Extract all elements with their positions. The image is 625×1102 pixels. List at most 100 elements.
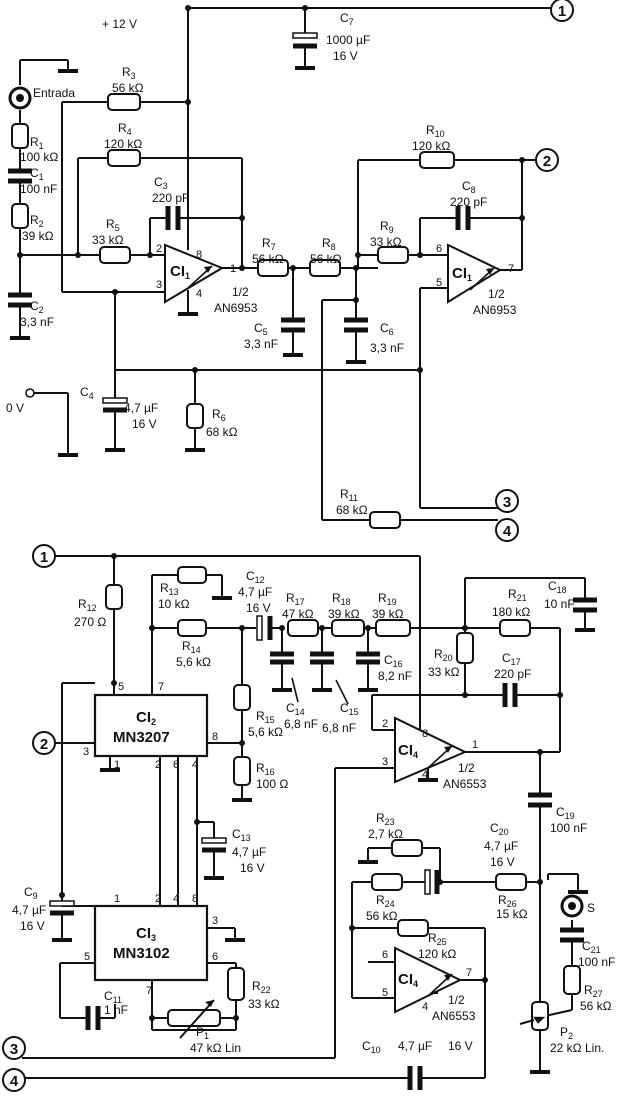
r22-value: 33 kΩ [248,997,280,1011]
r26-ref: R26 [498,893,517,909]
pot-wipers [179,999,546,1039]
c15-ref: C15 [340,701,359,717]
c2-ref: C2 [30,299,44,315]
r15-ref: R15 [256,709,275,725]
r23-value: 2,7 kΩ [368,827,403,841]
terminal-2-upper: 2 [543,153,551,170]
ci1b-pin5: 5 [436,277,442,289]
ci3-package [93,904,209,982]
lower-wires [22,555,586,1079]
ci2-pin4: 4 [192,759,198,771]
ci2-pin1: 1 [114,759,120,771]
r18-value: 39 kΩ [328,607,360,621]
ci1b-half: 1/2 [488,287,505,301]
c9-ref: C9 [24,885,38,901]
p2-ref: P2 [560,1025,573,1041]
ground-label: 0 V [6,401,24,415]
ci4a-pin1: 1 [472,739,478,751]
r24-value: 56 kΩ [366,909,398,923]
ci3-part: MN3102 [113,945,170,962]
ci3-pin2: 2 [155,893,161,905]
ci3-pin5: 5 [84,951,90,963]
r15-value: 5,6 kΩ [248,725,283,739]
c14-ref: C14 [286,701,305,717]
terminal-3-lower: 3 [10,1041,18,1058]
ground-symbols [10,66,595,1074]
r7-value: 56 kΩ [252,252,284,266]
c21-value: 100 nF [578,955,615,969]
r26-value: 15 kΩ [496,907,528,921]
ic-packages [93,693,209,982]
c10-volt: 16 V [448,1039,473,1053]
p1-value: 47 kΩ Lin [190,1041,241,1055]
c19-ref: C19 [556,805,575,821]
c16-value: 8,2 nF [378,669,412,683]
c3-value: 220 pF [152,191,189,205]
ci4b-half: 1/2 [448,993,465,1007]
ci1a-pin2: 2 [156,243,162,255]
c9-volt: 16 V [20,919,45,933]
r2-ref: R2 [30,213,44,229]
c4-value: 4,7 µF [124,401,158,415]
ci4b-pin4: 4 [422,1001,428,1013]
r7-body [257,259,289,277]
c5-value: 3,3 nF [244,337,278,351]
r15-body [233,684,251,711]
ci3-pin7: 7 [146,985,152,997]
input-label: Entrada [33,86,75,100]
r17-ref: R17 [286,591,305,607]
ci2-label: CI2 [136,709,156,727]
r10-value: 120 kΩ [412,139,450,153]
r9-ref: R9 [380,219,394,235]
ci4a-pin3: 3 [382,756,388,768]
c20-value: 4,7 µF [484,839,518,853]
ci4a-pin8: 8 [422,728,428,740]
ci1a-pin1: 1 [230,263,236,275]
terminal-4-lower: 4 [10,1073,19,1090]
r27-value: 56 kΩ [580,999,612,1013]
ci1b-label: CI1 [452,265,472,283]
r16-ref: R16 [256,761,275,777]
r4-ref: R4 [118,121,132,137]
r8-value: 56 kΩ [310,252,342,266]
ci1a-label: CI1 [170,263,190,281]
r10-ref: R10 [426,123,445,139]
c13-ref: C13 [232,827,251,843]
r3-body [107,93,141,111]
ci1a-part: AN6953 [214,301,258,315]
c5-ref: C5 [254,321,268,337]
c6-ref: C6 [380,321,394,337]
ci4a-pin4: 4 [422,769,428,781]
r25-value: 120 kΩ [418,947,456,961]
c3-ref: C3 [154,175,168,191]
ci1a-pin3: 3 [156,279,162,291]
r5-ref: R5 [106,217,120,233]
c15-value: 6,8 nF [322,721,356,735]
ci4b-part: AN6553 [432,1009,476,1023]
r2-value: 39 kΩ [22,229,54,243]
ci1b-pin6: 6 [436,243,442,255]
c11-value: 1 nF [104,1003,128,1017]
ci4b-pin6: 6 [382,949,388,961]
ci3-pin3: 3 [212,915,218,927]
r19-body [375,619,411,637]
c10-value: 4,7 µF [398,1039,432,1053]
c18-ref: C18 [548,579,567,595]
ci4a-part: AN6553 [443,777,487,791]
r13-body [177,566,207,584]
connectors [8,86,584,918]
r5-body [99,246,131,264]
r27-body [563,965,581,995]
r12-ref: R12 [78,597,97,613]
c17-value: 220 pF [494,667,531,681]
supply-label: + 12 V [102,17,137,31]
c6-value: 3,3 nF [370,341,404,355]
terminal-2-lower: 2 [40,736,48,753]
r25-ref: R25 [428,931,447,947]
ci4b-pin7: 7 [466,967,472,979]
ci1a-pin8: 8 [196,249,202,261]
r17-value: 47 kΩ [282,607,314,621]
c8-ref: C8 [462,179,476,195]
terminal-1-lower: 1 [40,549,48,566]
c12-ref: C12 [246,569,265,585]
